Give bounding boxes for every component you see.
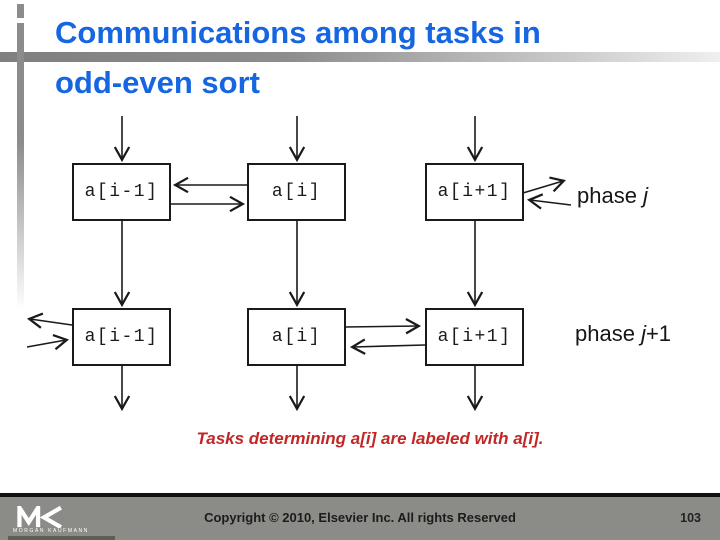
decoration-vertical-bar [17,4,24,310]
arrow-lines [26,116,572,412]
logo-underline-strip [8,536,115,540]
copyright-text: Copyright © 2010, Elsevier Inc. All righ… [204,510,516,525]
decoration-horizontal-bar [0,52,720,62]
task-box-r2-aim1: a[i-1] [72,308,171,366]
arrow-exchange-r2-out-left [26,312,73,329]
footer-band [0,497,720,540]
title-line-1: Communications among tasks in [55,15,541,50]
task-box-r2-ai: a[i] [247,308,346,366]
decoration-bar-gap [16,18,25,23]
morgan-kaufmann-logo-text: MORGAN KAUFMANN [13,528,89,534]
footer-divider-line [0,493,720,497]
morgan-kaufmann-logo-icon [17,506,62,528]
arrow-exchange-r1-out-right [522,176,566,194]
phase-j-prefix: phase [577,183,644,208]
phase-j1-label: phase j+1 [575,321,671,347]
task-box-r1-aim1: a[i-1] [72,163,171,221]
task-box-r1-aip1: a[i+1] [425,163,524,221]
phase-j1-prefix: phase [575,321,642,346]
page-number: 103 [680,511,701,525]
phase-j1-variable: j [641,321,646,346]
arrow-exchange-r2-left [349,338,426,355]
figure-caption: Tasks determining a[i] are labeled with … [196,429,544,448]
arrow-exchange-r1-in-right [526,193,572,210]
phase-j-label: phase j [577,183,648,209]
task-box-r1-ai: a[i] [247,163,346,221]
task-box-r2-aip1: a[i+1] [425,308,524,366]
slide-title: Communications among tasks in odd-even s… [55,8,541,108]
arrow-exchange-r2-in-left [26,333,70,351]
arrow-exchange-r2-right [344,317,422,335]
phase-j-variable: j [643,183,648,208]
phase-j1-suffix: +1 [645,321,672,346]
title-line-2: odd-even sort [55,65,260,100]
